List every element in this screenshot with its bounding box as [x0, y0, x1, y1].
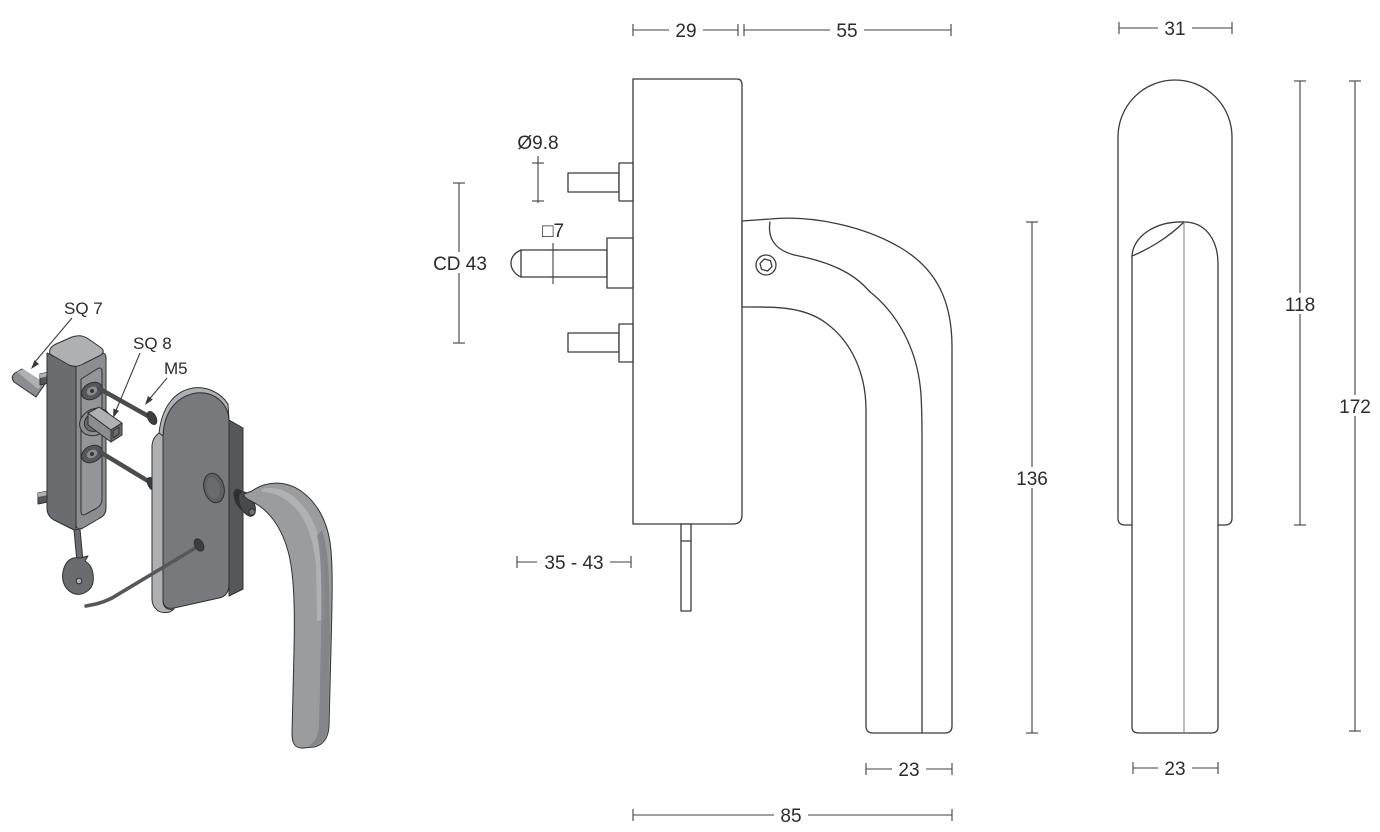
side-lock-rod — [680, 523, 692, 612]
front-view: 31 118 172 23 — [1117, 18, 1375, 780]
label-sq7: SQ 7 — [64, 299, 103, 318]
side-screw-bottom — [567, 323, 634, 363]
svg-text:23: 23 — [898, 760, 919, 781]
screw-hole-top — [81, 381, 103, 401]
dim-center-distance: CD 43 — [431, 182, 488, 344]
hex-socket-screw-icon — [755, 254, 777, 276]
isometric-view: SQ 7 SQ 8 M5 — [11, 299, 333, 749]
side-body — [632, 78, 743, 525]
svg-text:31: 31 — [1164, 19, 1185, 40]
arrowhead-sq8 — [113, 408, 119, 418]
dim-spindle-square: □7 — [542, 221, 564, 284]
handle-rose — [84, 387, 244, 614]
svg-text:55: 55 — [836, 21, 857, 42]
label-m5: M5 — [164, 359, 188, 378]
arrowhead-sq7 — [31, 360, 40, 369]
dim-height-136: 136 — [1012, 221, 1052, 734]
svg-text:□7: □7 — [542, 221, 564, 242]
dim-grip-width-side: 23 — [865, 759, 953, 781]
svg-text:Ø9.8: Ø9.8 — [517, 133, 558, 154]
dim-reach: 55 — [743, 20, 952, 42]
svg-text:172: 172 — [1339, 397, 1371, 418]
key-hole — [75, 577, 83, 585]
iso-labels: SQ 7 SQ 8 M5 — [31, 299, 188, 418]
grip-ridge-line — [868, 290, 923, 734]
side-screw-top — [567, 162, 634, 202]
svg-text:CD 43: CD 43 — [433, 254, 487, 275]
svg-text:118: 118 — [1285, 295, 1315, 316]
spindle-sq8 — [79, 406, 123, 443]
spindle-sq7 — [11, 368, 46, 398]
adapter-plate — [37, 335, 123, 595]
dim-grip-width-front: 23 — [1132, 758, 1219, 780]
svg-text:35 - 43: 35 - 43 — [544, 553, 603, 574]
dim-body-width: 29 — [632, 20, 739, 42]
locking-pin — [84, 538, 205, 608]
grip-set-screw — [248, 508, 256, 516]
label-sq8: SQ 8 — [133, 334, 172, 353]
side-spindle — [510, 237, 634, 289]
arrowhead-m5 — [145, 396, 153, 405]
dim-total-width: 85 — [632, 805, 953, 827]
dim-body-height: 118 — [1280, 80, 1320, 526]
svg-text:85: 85 — [780, 806, 801, 827]
side-view: 29 55 Ø9.8 □7 CD 4 — [431, 20, 1052, 827]
svg-text:136: 136 — [1016, 469, 1048, 490]
screw-hole-bottom — [81, 444, 103, 464]
handle-grip-iso — [233, 482, 333, 749]
front-grip — [1131, 221, 1219, 734]
thumb-rest-line — [768, 221, 870, 292]
key — [62, 528, 94, 595]
side-handle — [741, 217, 953, 734]
dim-total-height: 172 — [1335, 80, 1375, 732]
dim-front-width: 31 — [1118, 18, 1233, 40]
svg-text:29: 29 — [675, 21, 696, 42]
neck-transition-curve — [1131, 221, 1185, 257]
dim-head-diameter: Ø9.8 — [517, 133, 559, 203]
svg-text:23: 23 — [1164, 759, 1185, 780]
dim-clamp-range: 35 - 43 — [516, 552, 632, 574]
